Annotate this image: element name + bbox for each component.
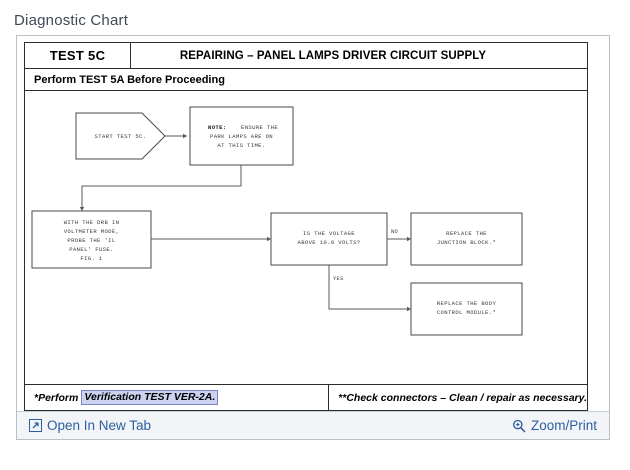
zoom-print-label: Zoom/Print xyxy=(530,418,597,433)
note-node-line-2: PARK LAMPS ARE ON xyxy=(210,133,273,140)
footer-note-prefix: *Perform xyxy=(34,391,79,404)
probe-node-box xyxy=(31,210,152,269)
edge-label-yes: YES xyxy=(333,276,344,282)
connector-note-to-probe xyxy=(81,165,242,208)
note-node-box xyxy=(189,106,294,166)
diagnostic-chart-sheet: TEST 5C REPAIRING – PANEL LAMPS DRIVER C… xyxy=(24,42,588,411)
junction-node-box xyxy=(410,212,523,266)
edge-label-no: NO xyxy=(391,229,398,235)
arrowhead-decision xyxy=(267,236,271,242)
arrowhead-bcm xyxy=(407,306,411,312)
verification-test-link[interactable]: Verification TEST VER-2A. xyxy=(81,390,219,405)
chart-header-title: REPAIRING – PANEL LAMPS DRIVER CIRCUIT S… xyxy=(179,49,487,62)
note-node-line-1: ENSURE THE xyxy=(241,124,278,131)
bcm-node-box xyxy=(410,282,523,336)
bcm-node-line-1: REPLACE THE BODY xyxy=(437,300,497,307)
decision-node-line-2: ABOVE 10.0 VOLTS? xyxy=(297,239,360,246)
open-in-new-tab-label: Open In New Tab xyxy=(47,418,152,433)
zoom-print-button[interactable]: Zoom/Print xyxy=(512,418,597,433)
chart-subheader: Perform TEST 5A Before Proceeding xyxy=(25,69,587,91)
start-node-label: START TEST 5C. xyxy=(95,133,147,140)
probe-node-line-3: PROBE THE 'IL xyxy=(67,237,115,244)
arrowhead-junction xyxy=(407,236,411,242)
chart-header: TEST 5C REPAIRING – PANEL LAMPS DRIVER C… xyxy=(25,43,587,69)
probe-node-line-1: WITH THE DRB IN xyxy=(64,219,120,226)
external-link-icon xyxy=(29,419,42,432)
note-node-line-3: AT THIS TIME. xyxy=(217,142,265,149)
viewer-toolbar: Open In New Tab Zoom/Print xyxy=(17,411,609,439)
note-node-label-prefix: NOTE: xyxy=(208,124,227,131)
connector-yes-branch xyxy=(328,265,408,310)
page-title: Diagnostic Chart xyxy=(14,12,129,29)
test-id-badge: TEST 5C xyxy=(25,43,131,68)
decision-node-line-1: IS THE VOLTAGE xyxy=(303,230,355,237)
chart-footer-left: *Perform Verification TEST VER-2A. xyxy=(25,385,330,410)
bcm-node-line-2: CONTROL MODULE.* xyxy=(437,309,496,316)
chart-footer: *Perform Verification TEST VER-2A. **Che… xyxy=(25,384,587,410)
arrowhead-probe xyxy=(79,207,85,211)
open-in-new-tab-button[interactable]: Open In New Tab xyxy=(29,418,151,433)
probe-node-line-4: PANEL' FUSE. xyxy=(69,246,113,253)
probe-node-line-2: VOLTMETER MODE, xyxy=(64,228,120,235)
junction-node-line-1: REPLACE THE xyxy=(446,230,487,237)
flowchart-canvas: START TEST 5C. NOTE: ENSURE THE PARK LAM… xyxy=(25,91,587,386)
chart-viewer-panel: TEST 5C REPAIRING – PANEL LAMPS DRIVER C… xyxy=(16,35,610,440)
probe-node-line-5: FIG. 1 xyxy=(80,255,103,262)
junction-node-line-2: JUNCTION BLOCK.* xyxy=(437,239,496,246)
chart-footer-right: **Check connectors – Clean / repair as n… xyxy=(338,391,587,404)
start-node-shape xyxy=(75,112,166,160)
arrowhead-note xyxy=(183,133,187,139)
magnifier-plus-icon xyxy=(512,419,526,433)
